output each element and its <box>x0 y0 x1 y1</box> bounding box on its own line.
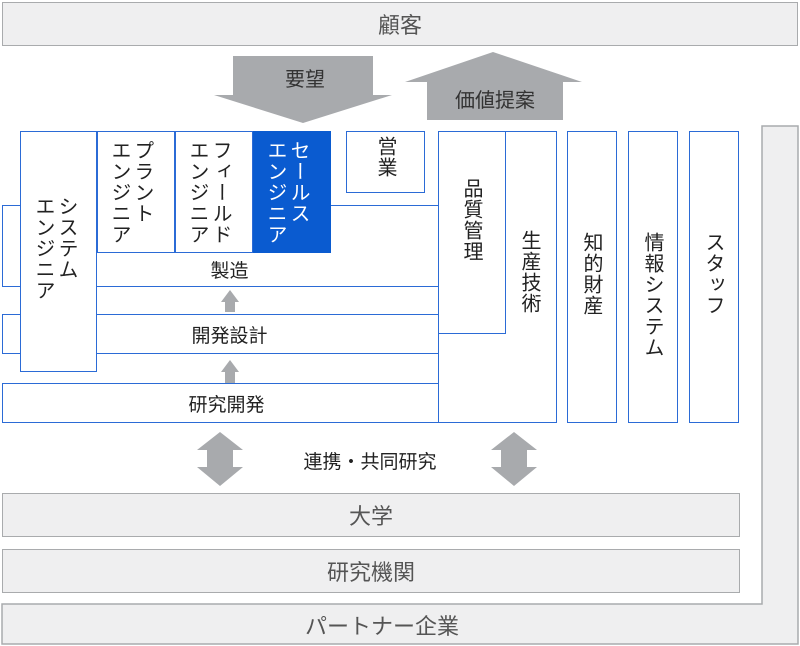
university-bar: 大学 <box>2 493 740 537</box>
university-label: 大学 <box>348 505 393 530</box>
partner-label: パートナー企業 <box>304 615 459 640</box>
system-engineer-label: システム エンジニア <box>32 196 79 301</box>
quality-column <box>438 131 506 334</box>
sales-box <box>346 131 425 193</box>
up-arrow-design-to-mfg <box>221 290 239 312</box>
sales-engineer-box <box>253 131 331 253</box>
production-tech-label: 生産技術 <box>518 230 542 314</box>
collab-arrow-right <box>491 432 537 486</box>
ip-column <box>567 131 617 423</box>
rnd-label: 研究開発 <box>188 393 265 416</box>
plant-engineer-label: プラント エンジニア <box>108 140 155 245</box>
plant-engineer-box <box>97 131 175 253</box>
sales-engineer-label: セールス エンジニア <box>264 140 311 245</box>
sales-label: 営業 <box>374 136 398 178</box>
staff-column <box>689 131 739 423</box>
request-label: 要望 <box>285 66 325 91</box>
info-system-label: 情報システム <box>641 232 665 358</box>
request-arrow <box>214 56 392 123</box>
value-proposal-arrow <box>405 52 582 120</box>
ip-label: 知的財産 <box>580 232 604 316</box>
manufacturing-label: 製造 <box>210 259 249 282</box>
customer-bar: 顧客 <box>2 2 798 46</box>
quality-label: 品質管理 <box>460 178 484 262</box>
rnd-row: 研究開発 <box>2 383 451 423</box>
institute-label: 研究機関 <box>326 561 415 586</box>
field-engineer-label: フィールド エンジニア <box>186 140 233 245</box>
institute-bar: 研究機関 <box>2 549 740 593</box>
staff-label: スタッフ <box>702 232 726 316</box>
partner-bracket <box>1 125 799 645</box>
system-engineer-column <box>20 131 97 372</box>
field-engineer-box <box>175 131 253 253</box>
info-system-column <box>628 131 678 423</box>
up-arrow-rnd-to-design <box>221 360 239 383</box>
customer-label: 顧客 <box>377 14 422 39</box>
collab-arrow-left <box>197 432 243 486</box>
collab-label: 連携・共同研究 <box>303 450 437 473</box>
value-proposal-label: 価値提案 <box>455 87 535 112</box>
design-label: 開発設計 <box>191 324 268 347</box>
